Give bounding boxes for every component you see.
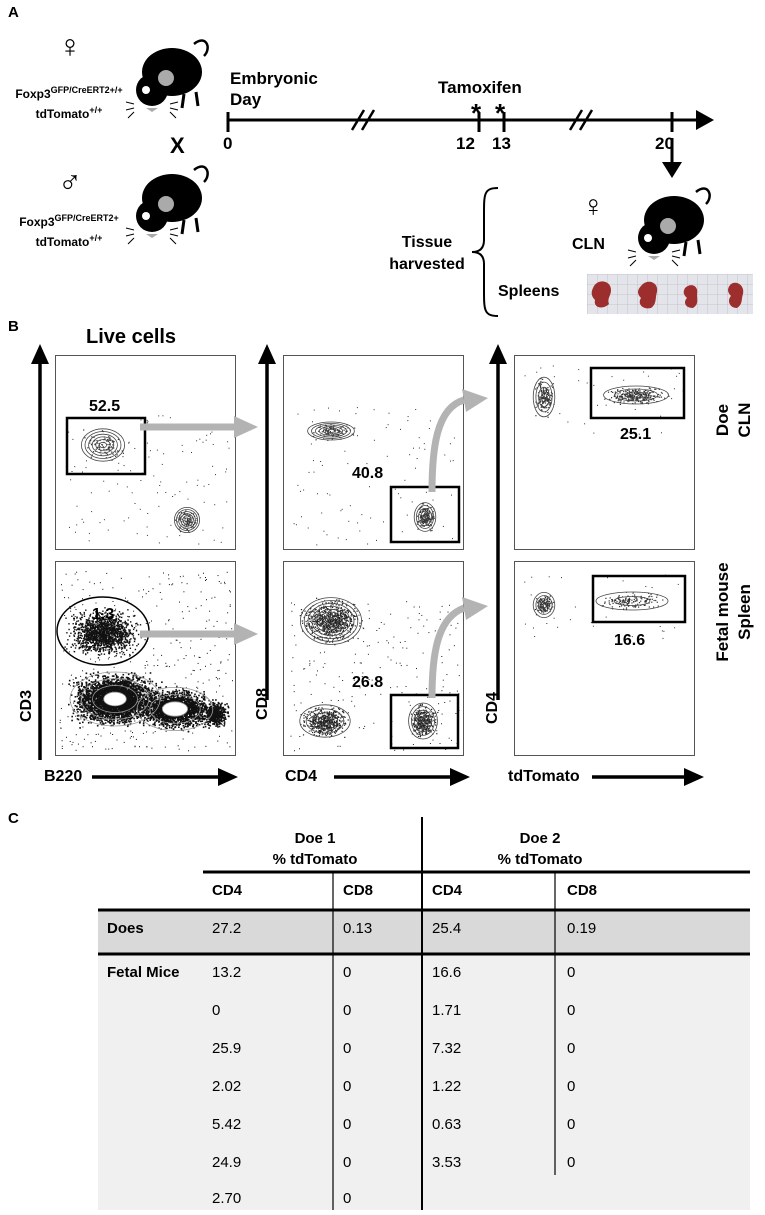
mouse-male-parent-icon — [124, 154, 214, 250]
col-header-cd8-doe1: CD8 — [343, 882, 373, 899]
table-cell: 27.2 — [212, 920, 241, 937]
table-cell: 24.9 — [212, 1154, 241, 1171]
table-cell: 2.70 — [212, 1190, 241, 1207]
table-cell: 0 — [212, 1002, 220, 1019]
table-cell: 0 — [343, 1040, 351, 1057]
table-lines — [0, 815, 765, 1215]
row-label-fetal-mice: Fetal Mice — [107, 964, 180, 981]
table-cell: 0 — [567, 1154, 575, 1171]
col-header-cd8-doe2: CD8 — [567, 882, 597, 899]
col-header-cd4-doe1: CD4 — [212, 882, 242, 899]
table-cell: 0 — [567, 964, 575, 981]
table-cell: 0 — [343, 1154, 351, 1171]
mouse-pup-icon — [626, 176, 716, 272]
table-cell: 0 — [343, 1190, 351, 1207]
table-cell: 0 — [567, 1116, 575, 1133]
table-cell: 1.22 — [432, 1078, 461, 1095]
male-symbol: ♂ — [58, 166, 82, 198]
table-cell: 25.9 — [212, 1040, 241, 1057]
table-cell: 0.63 — [432, 1116, 461, 1133]
spleens-label: Spleens — [498, 283, 559, 301]
female-genotype: Foxp3GFP/CreERT2+/+ tdTomato+/+ — [10, 82, 128, 122]
male-genotype: Foxp3GFP/CreERT2+ tdTomato+/+ — [10, 210, 128, 250]
tissue-harvested-label: Tissue harvested — [384, 232, 470, 276]
table-cell: 7.32 — [432, 1040, 461, 1057]
pup-female-symbol: ♀ — [582, 192, 605, 222]
timeline-label: Embryonic Day — [230, 68, 318, 110]
table-cell: 0.19 — [567, 920, 596, 937]
day-0: 0 — [223, 134, 232, 154]
table-cell: 0 — [567, 1040, 575, 1057]
doe1-header: Doe 1 % tdTomato — [230, 828, 400, 870]
gating-arrows — [0, 340, 765, 800]
table-cell: 0 — [343, 1116, 351, 1133]
table-cell: 3.53 — [432, 1154, 461, 1171]
day-13: 13 — [492, 134, 511, 154]
mouse-female-parent-icon — [124, 28, 214, 124]
day-20: 20 — [655, 134, 674, 154]
panel-a-letter: A — [8, 4, 19, 21]
table-cell: 0 — [567, 1078, 575, 1095]
table-cell: 13.2 — [212, 964, 241, 981]
spleens-photo — [587, 274, 753, 314]
row-label-does: Does — [107, 920, 144, 937]
cln-label: CLN — [572, 236, 605, 254]
table-cell: 0 — [343, 964, 351, 981]
table-cell: 0 — [567, 1002, 575, 1019]
doe2-header: Doe 2 % tdTomato — [455, 828, 625, 870]
table-cell: 0 — [343, 1002, 351, 1019]
table-cell: 2.02 — [212, 1078, 241, 1095]
table-cell: 0.13 — [343, 920, 372, 937]
table-cell: 1.71 — [432, 1002, 461, 1019]
day-12: 12 — [456, 134, 475, 154]
col-header-cd4-doe2: CD4 — [432, 882, 462, 899]
table-cell: 5.42 — [212, 1116, 241, 1133]
table-cell: 16.6 — [432, 964, 461, 981]
table-cell: 0 — [343, 1078, 351, 1095]
table-cell: 25.4 — [432, 920, 461, 937]
panel-b-letter: B — [8, 318, 19, 335]
treatment-label: Tamoxifen — [438, 78, 522, 98]
female-symbol: ♀ — [58, 30, 82, 62]
